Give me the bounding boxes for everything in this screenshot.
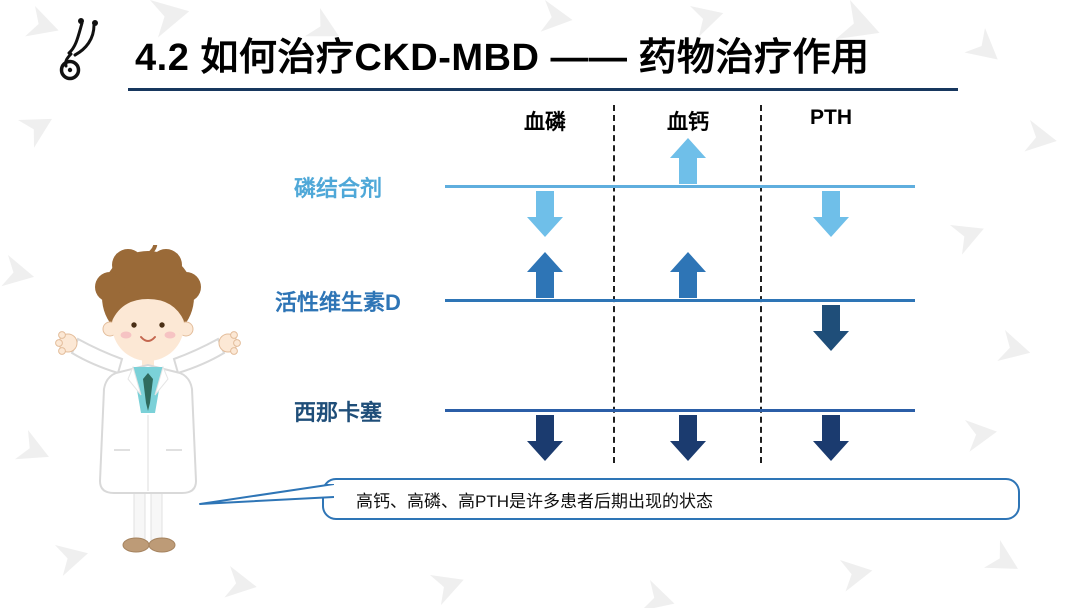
effect-arrow — [670, 415, 706, 461]
column-header-blood-calcium: 血钙 — [667, 111, 709, 134]
column-divider — [760, 105, 762, 463]
stethoscope-icon — [59, 18, 98, 81]
column-header-blood-phosphorus: 血磷 — [524, 111, 566, 134]
callout-bubble: 高钙、高磷、高PTH是许多患者后期出现的状态 — [322, 478, 1020, 520]
row-label: 磷结合剂 — [293, 176, 382, 201]
slide-title: 4.2 如何治疗CKD-MBD —— 药物治疗作用 — [135, 37, 870, 79]
title-underline — [128, 88, 958, 91]
effect-arrow — [527, 415, 563, 461]
callout-tail — [199, 484, 334, 505]
row-baseline — [445, 409, 915, 412]
callout-tail-path — [199, 484, 334, 505]
row-label: 西那卡塞 — [293, 400, 382, 425]
row-baseline — [445, 299, 915, 302]
callout-text: 高钙、高磷、高PTH是许多患者后期出现的状态 — [356, 491, 713, 511]
effect-arrow — [813, 305, 849, 351]
column-header-pth: PTH — [810, 106, 852, 129]
effect-arrow — [813, 415, 849, 461]
effect-arrow — [813, 191, 849, 237]
doctor-cartoon — [55, 245, 241, 553]
effect-arrow — [670, 252, 706, 298]
effect-arrow — [527, 252, 563, 298]
column-divider — [613, 105, 615, 463]
effect-arrow — [527, 191, 563, 237]
effect-arrow — [670, 138, 706, 184]
row-label: 活性维生素D — [275, 290, 401, 315]
row-baseline — [445, 185, 915, 188]
